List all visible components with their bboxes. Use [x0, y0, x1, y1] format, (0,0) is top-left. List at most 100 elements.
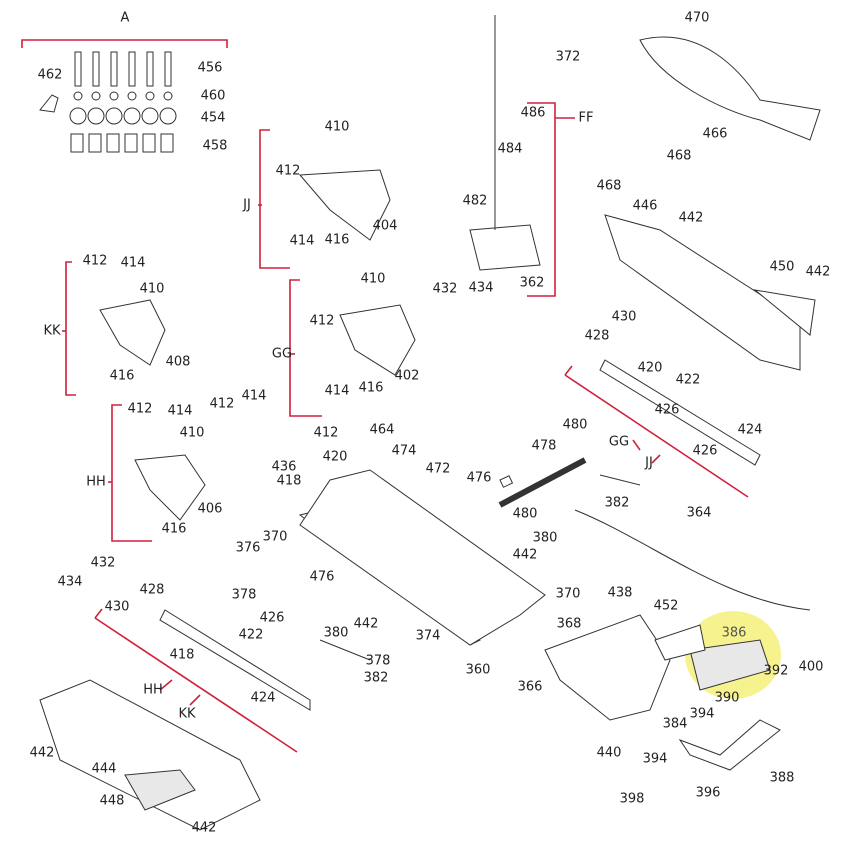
part-label-386: 386 — [721, 625, 747, 641]
part-label-444: 444 — [91, 761, 117, 777]
part-label-414: 414 — [324, 383, 350, 399]
part-label-478: 478 — [531, 438, 557, 454]
part-label-458: 458 — [202, 138, 228, 154]
part-label-476: 476 — [466, 470, 492, 486]
part-label-424: 424 — [737, 422, 763, 438]
part-label-376: 376 — [235, 540, 261, 556]
part-label-gg: GG — [608, 434, 630, 450]
part-label-414: 414 — [241, 388, 267, 404]
part-label-442: 442 — [353, 616, 379, 632]
part-label-jj: JJ — [243, 197, 251, 213]
part-label-466: 466 — [702, 126, 728, 142]
part-label-448: 448 — [99, 793, 125, 809]
part-label-442: 442 — [191, 820, 217, 836]
part-label-416: 416 — [161, 521, 187, 537]
part-label-hh: HH — [143, 682, 163, 698]
part-label-jj: JJ — [645, 455, 653, 471]
part-label-442: 442 — [512, 547, 538, 563]
part-label-400: 400 — [798, 659, 824, 675]
part-label-472: 472 — [425, 461, 451, 477]
part-label-486: 486 — [520, 105, 546, 121]
part-label-432: 432 — [90, 555, 116, 571]
part-label-412: 412 — [127, 401, 153, 417]
part-label-ff: FF — [578, 110, 594, 126]
part-label-416: 416 — [358, 380, 384, 396]
part-label-kk: KK — [178, 706, 196, 722]
part-label-428: 428 — [139, 582, 165, 598]
part-label-412: 412 — [209, 396, 235, 412]
part-label-384: 384 — [662, 716, 688, 732]
part-label-402: 402 — [394, 368, 420, 384]
part-label-440: 440 — [596, 745, 622, 761]
part-label-442: 442 — [29, 745, 55, 761]
part-label-382: 382 — [363, 670, 389, 686]
part-label-378: 378 — [365, 653, 391, 669]
part-label-428: 428 — [584, 328, 610, 344]
part-label-380: 380 — [532, 530, 558, 546]
part-label-404: 404 — [372, 218, 398, 234]
parts — [39, 15, 821, 831]
part-label-434: 434 — [57, 574, 83, 590]
part-label-398: 398 — [619, 791, 645, 807]
part-label-418: 418 — [169, 647, 195, 663]
part-label-392: 392 — [763, 663, 789, 679]
part-label-474: 474 — [391, 443, 417, 459]
part-label-414: 414 — [120, 255, 146, 271]
part-label-482: 482 — [462, 193, 488, 209]
part-label-372: 372 — [555, 49, 581, 65]
part-label-442: 442 — [805, 264, 831, 280]
part-label-a: A — [120, 10, 130, 26]
part-label-422: 422 — [675, 372, 701, 388]
part-label-438: 438 — [607, 585, 633, 601]
part-label-464: 464 — [369, 422, 395, 438]
part-label-484: 484 — [497, 141, 523, 157]
part-label-368: 368 — [556, 616, 582, 632]
part-label-426: 426 — [654, 402, 680, 418]
part-label-436: 436 — [271, 459, 297, 475]
part-label-414: 414 — [289, 233, 315, 249]
part-label-460: 460 — [200, 88, 226, 104]
part-label-410: 410 — [324, 119, 350, 135]
part-label-470: 470 — [684, 10, 710, 26]
part-label-416: 416 — [109, 368, 135, 384]
part-label-370: 370 — [555, 586, 581, 602]
part-label-362: 362 — [519, 275, 545, 291]
bracket-lines — [21, 39, 749, 753]
part-label-412: 412 — [309, 313, 335, 329]
part-label-454: 454 — [200, 110, 226, 126]
part-label-426: 426 — [259, 610, 285, 626]
part-label-414: 414 — [167, 403, 193, 419]
part-label-420: 420 — [637, 360, 663, 376]
part-label-420: 420 — [322, 449, 348, 465]
part-label-430: 430 — [611, 309, 637, 325]
part-label-456: 456 — [197, 60, 223, 76]
part-label-kk: KK — [43, 323, 61, 339]
part-label-468: 468 — [666, 148, 692, 164]
part-label-390: 390 — [714, 690, 740, 706]
part-label-426: 426 — [692, 443, 718, 459]
hardware-set-a — [39, 51, 177, 153]
part-label-412: 412 — [82, 253, 108, 269]
part-label-412: 412 — [275, 163, 301, 179]
part-label-hh: HH — [86, 474, 106, 490]
part-label-396: 396 — [695, 785, 721, 801]
part-label-382: 382 — [604, 495, 630, 511]
part-label-366: 366 — [517, 679, 543, 695]
part-label-408: 408 — [165, 354, 191, 370]
part-label-374: 374 — [415, 628, 441, 644]
part-label-450: 450 — [769, 259, 795, 275]
part-label-388: 388 — [769, 770, 795, 786]
part-label-370: 370 — [262, 529, 288, 545]
part-label-412: 412 — [313, 425, 339, 441]
part-label-480: 480 — [562, 417, 588, 433]
part-label-468: 468 — [596, 178, 622, 194]
part-label-442: 442 — [678, 210, 704, 226]
part-label-394: 394 — [642, 751, 668, 767]
part-label-434: 434 — [468, 280, 494, 296]
part-label-406: 406 — [197, 501, 223, 517]
part-label-476: 476 — [309, 569, 335, 585]
part-label-418: 418 — [276, 473, 302, 489]
part-label-364: 364 — [686, 505, 712, 521]
part-label-416: 416 — [324, 232, 350, 248]
part-label-410: 410 — [179, 425, 205, 441]
